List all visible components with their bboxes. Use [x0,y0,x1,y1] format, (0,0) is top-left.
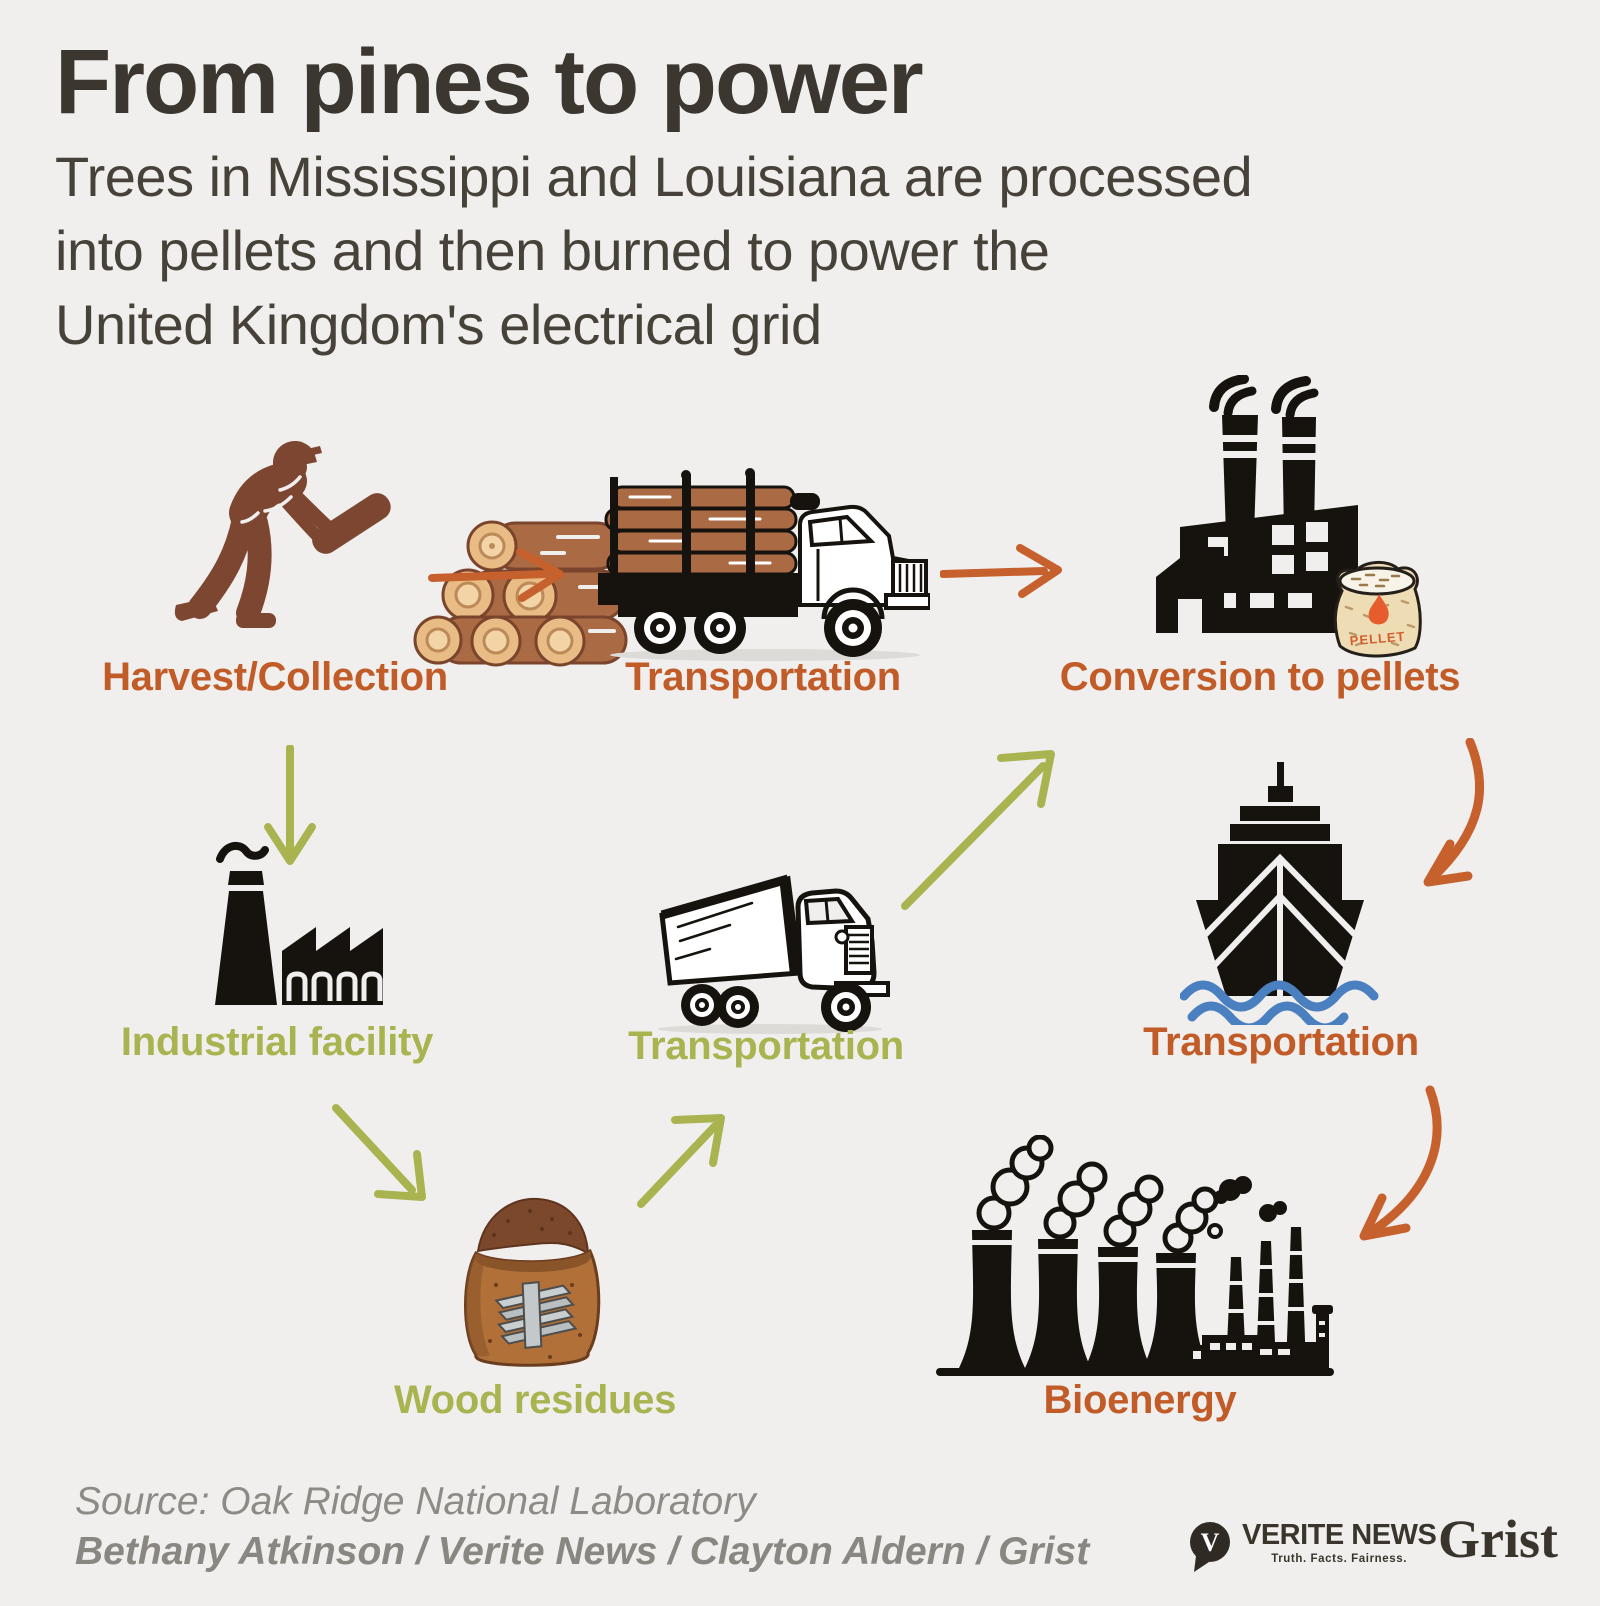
pellet-factory-icon: PELLET [1156,375,1422,658]
factory-icon [215,841,383,1005]
subtitle-line-1: Trees in Mississippi and Louisiana are p… [55,145,1253,208]
label-transport-3: Transportation [1143,1020,1419,1064]
verite-tagline: Truth. Facts. Fairness. [1271,1553,1408,1566]
label-bioenergy: Bioenergy [1043,1378,1237,1422]
source-credit: Source: Oak Ridge National Laboratory [75,1480,756,1523]
byline-credit: Bethany Atkinson / Verite News / Clayton… [75,1530,1090,1573]
arrow-harvest-to-industrial [264,745,316,865]
subtitle: Trees in Mississippi and Louisiana are p… [55,140,1253,362]
grist-logo: Grist [1438,1509,1558,1569]
subtitle-line-2: into pellets and then burned to power th… [55,219,1050,282]
label-harvest: Harvest/Collection [102,655,448,699]
arrow-harvest-to-truck [428,548,564,602]
wood-sack-icon [464,1197,601,1367]
verite-name: VERITE NEWS [1242,1519,1437,1551]
verite-monogram: V [1201,1528,1220,1557]
arrow-truck-to-pellets [940,544,1062,598]
arrow-ship-to-bioenergy [1359,1085,1442,1241]
verite-wordmark: VERITE NEWS Truth. Facts. Fairness. [1242,1519,1437,1566]
verite-v-icon: V [1190,1522,1230,1572]
power-plant-icon [936,1135,1334,1376]
label-transport-1: Transportation [625,655,901,699]
arrow-pellets-to-ship [1423,738,1485,887]
arrow-truck-to-pellets-diagonal [901,750,1055,910]
pellet-bag-label: PELLET [1349,629,1406,649]
box-truck-icon [658,874,890,1034]
label-industrial: Industrial facility [120,1020,434,1064]
label-conversion: Conversion to pellets [1059,655,1461,699]
arrow-residues-to-truck [637,1114,725,1208]
verite-news-logo: V VERITE NEWS Truth. Facts. Fairness. [1186,1519,1437,1572]
page-title: From pines to power [55,31,924,133]
arrow-industrial-to-residues [332,1104,426,1201]
log-truck-icon [598,468,930,661]
subtitle-line-3: United Kingdom's electrical grid [55,293,822,356]
cargo-ship-icon [1180,762,1379,1025]
label-transport-2: Transportation [628,1024,904,1068]
label-wood-residues: Wood residues [393,1378,677,1422]
